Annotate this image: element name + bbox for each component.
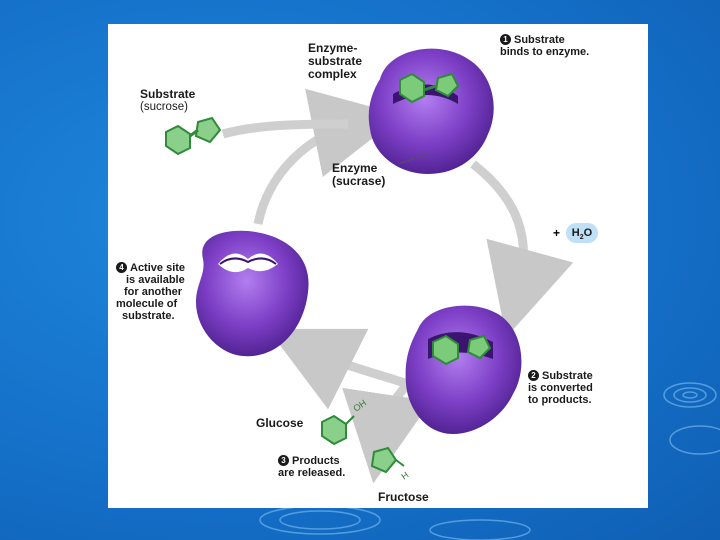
substrate-label: Substrate (sucrose)	[140, 87, 196, 114]
fructose-label: Fructose	[378, 490, 429, 504]
arrow-step1-to-2	[470, 160, 574, 338]
catalytic-cycle-diagram: OH H	[165, 48, 574, 484]
enzyme-substrate-complex	[368, 48, 494, 174]
complex-label: Enzyme- substrate complex	[308, 41, 363, 81]
step-1-number: 1	[500, 34, 511, 45]
arrow-step4-to-1	[253, 88, 403, 225]
diagram-panel: OH H Substrate (sucrose) Enzyme- substra…	[108, 24, 648, 508]
oh-label: OH	[351, 398, 368, 414]
substrate-sucrose-molecule	[165, 116, 222, 156]
step-3-number: 3	[278, 455, 289, 466]
fructose-pentagon	[434, 72, 460, 98]
glucose-label: Glucose	[256, 416, 304, 430]
free-enzyme	[196, 230, 309, 357]
water-plus: +	[553, 226, 561, 240]
h-label: H	[399, 470, 410, 482]
arrow-substrate-in	[221, 119, 349, 139]
water-badge: H2O	[566, 223, 598, 243]
arrow-step2-to-4	[267, 328, 410, 410]
glucose-hexagon	[399, 72, 425, 104]
enzyme-label: Enzyme (sucrase)	[332, 161, 386, 188]
cycle-arrows	[221, 88, 574, 484]
arrow-products-out	[342, 380, 432, 484]
fructose-product	[370, 446, 405, 474]
step-2-number: 2	[528, 370, 539, 381]
step-4-number: 4	[116, 262, 127, 273]
glucose-product	[321, 414, 355, 446]
enzyme-leader-line	[397, 153, 429, 165]
enzyme-converting-substrate	[405, 305, 522, 434]
